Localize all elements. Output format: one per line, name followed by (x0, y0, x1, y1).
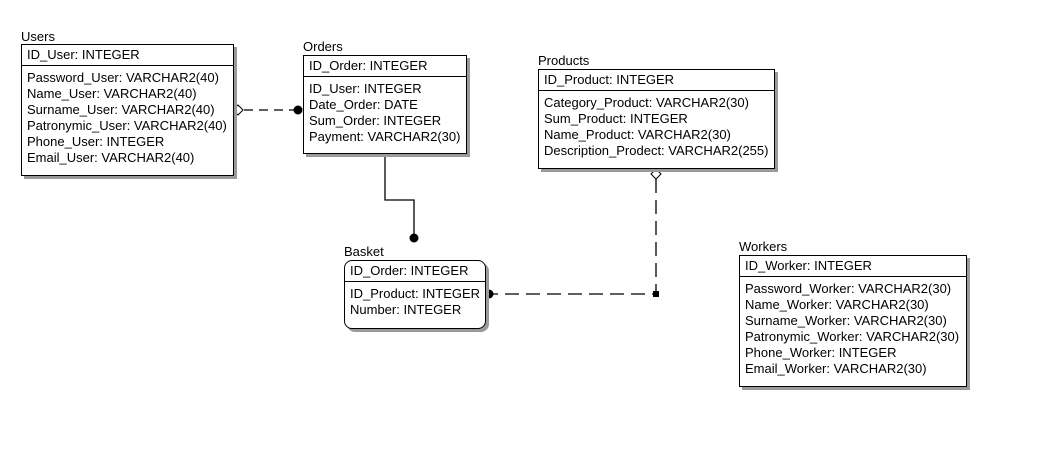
entity-orders[interactable]: ID_Order: INTEGER ID_User: INTEGER Date_… (303, 55, 467, 154)
attribute: Name_Product: VARCHAR2(30) (544, 127, 731, 142)
attribute: Description_Prodect: VARCHAR2(255) (544, 143, 769, 158)
attribute: Phone_User: INTEGER (27, 134, 165, 149)
entity-products[interactable]: ID_Product: INTEGER Category_Product: VA… (538, 69, 775, 169)
attribute: Surname_Worker: VARCHAR2(30) (745, 313, 947, 328)
attribute: Payment: VARCHAR2(30) (309, 129, 461, 144)
many-dot-icon (484, 289, 494, 299)
bend-point-icon (653, 291, 659, 297)
attribute-list: ID_User: INTEGER Date_Order: DATE Sum_Or… (304, 77, 466, 147)
entity-title-orders: Orders (303, 39, 343, 54)
entity-title-basket: Basket (344, 244, 384, 259)
many-dot-icon (293, 105, 303, 115)
attribute: Phone_Worker: INTEGER (745, 345, 897, 360)
primary-key-id-product: ID_Product: INTEGER (539, 70, 774, 91)
primary-key-id-user: ID_User: INTEGER (22, 45, 233, 66)
attribute: Surname_User: VARCHAR2(40) (27, 102, 215, 117)
entity-title-products: Products (538, 53, 590, 68)
entity-basket[interactable]: ID_Order: INTEGER ID_Product: INTEGER Nu… (344, 260, 486, 329)
entity-title-workers: Workers (739, 239, 788, 254)
attribute: Patronymic_Worker: VARCHAR2(30) (745, 329, 960, 344)
relationship-orders-basket[interactable] (384, 153, 419, 243)
attribute: ID_Product: INTEGER (350, 286, 481, 301)
attribute: Sum_Order: INTEGER (309, 113, 442, 128)
entity-workers[interactable]: ID_Worker: INTEGER Password_Worker: VARC… (739, 255, 967, 387)
attribute: Email_User: VARCHAR2(40) (27, 150, 195, 165)
attribute: Name_User: VARCHAR2(40) (27, 86, 197, 101)
attribute-list: Password_Worker: VARCHAR2(30) Name_Worke… (740, 277, 966, 379)
attribute: Name_Worker: VARCHAR2(30) (745, 297, 929, 312)
attribute-list: Password_User: VARCHAR2(40) Name_User: V… (22, 66, 233, 168)
attribute-list: Category_Product: VARCHAR2(30) Sum_Produ… (539, 91, 774, 161)
entity-title-users: Users (21, 29, 55, 44)
optional-diamond-icon (650, 168, 662, 180)
entity-users[interactable]: ID_User: INTEGER Password_User: VARCHAR2… (21, 44, 234, 176)
attribute: Patronymic_User: VARCHAR2(40) (27, 118, 227, 133)
attribute: Password_Worker: VARCHAR2(30) (745, 281, 952, 296)
attribute: Email_Worker: VARCHAR2(30) (745, 361, 927, 376)
primary-key-id-order: ID_Order: INTEGER (345, 261, 485, 282)
attribute: Category_Product: VARCHAR2(30) (544, 95, 749, 110)
attribute: Number: INTEGER (350, 302, 462, 317)
primary-key-id-order: ID_Order: INTEGER (304, 56, 466, 77)
relationship-products-basket[interactable] (484, 168, 662, 299)
optional-diamond-icon (232, 104, 244, 116)
attribute: ID_User: INTEGER (309, 81, 422, 96)
primary-key-id-worker: ID_Worker: INTEGER (740, 256, 966, 277)
attribute: Date_Order: DATE (309, 97, 418, 112)
attribute-list: ID_Product: INTEGER Number: INTEGER (345, 282, 485, 320)
relationship-users-orders[interactable] (232, 104, 303, 116)
attribute: Sum_Product: INTEGER (544, 111, 688, 126)
many-dot-icon (409, 233, 419, 243)
attribute: Password_User: VARCHAR2(40) (27, 70, 219, 85)
